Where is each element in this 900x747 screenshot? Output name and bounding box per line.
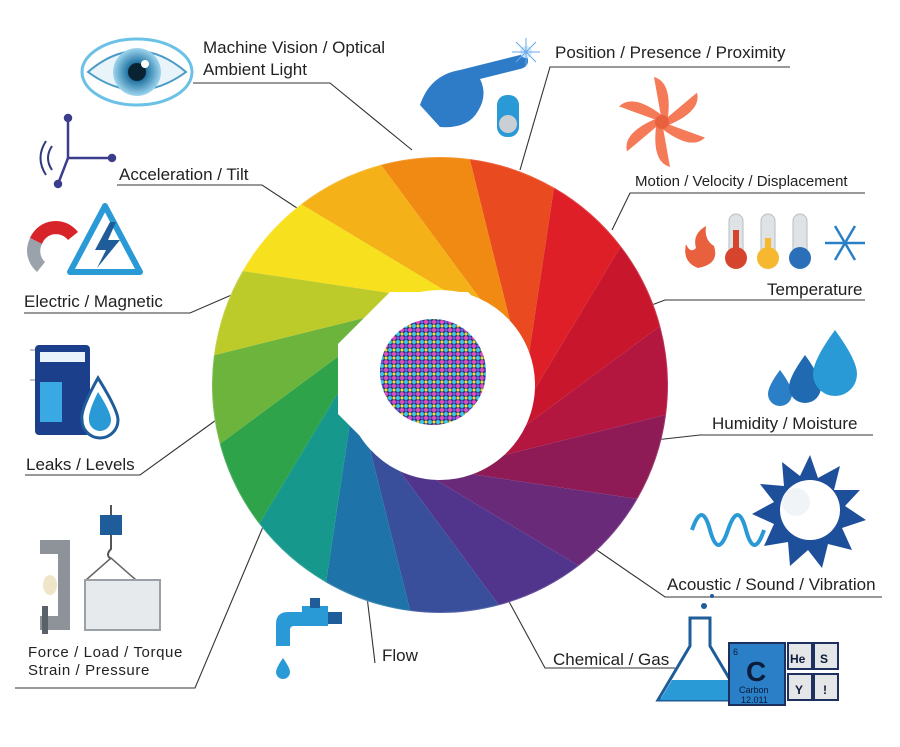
label-leaks: Leaks / Levels bbox=[26, 455, 135, 474]
label-force-line1: Force / Load / Torque bbox=[28, 644, 183, 661]
wheel-segment bbox=[301, 164, 481, 299]
color-wheel bbox=[211, 156, 669, 614]
label-temperature: Temperature bbox=[767, 280, 863, 299]
wheel-segment bbox=[369, 449, 500, 613]
wheel-segment bbox=[259, 380, 351, 583]
humidity-drops-icon bbox=[768, 330, 857, 406]
wheel-segment bbox=[213, 271, 408, 356]
faucet-icon bbox=[276, 598, 342, 679]
tile-y: Y bbox=[795, 683, 803, 697]
axis-tilt-icon bbox=[39, 113, 117, 189]
carbon-mass: 12.011 bbox=[741, 695, 768, 705]
clamp-crane-icon bbox=[40, 505, 161, 634]
tile-he: He bbox=[790, 652, 806, 666]
wheel-segment bbox=[212, 314, 376, 445]
tile-s: S bbox=[820, 652, 828, 666]
label-acoustic: Acoustic / Sound / Vibration bbox=[667, 575, 876, 594]
wheel-segment bbox=[435, 474, 638, 566]
tank-drop-icon bbox=[30, 345, 120, 440]
label-force-line2: Strain / Pressure bbox=[28, 662, 150, 679]
carbon-number: 6 bbox=[733, 647, 738, 657]
fan-icon bbox=[619, 77, 705, 167]
label-electric: Electric / Magnetic bbox=[24, 292, 163, 311]
pointing-hand-icon bbox=[420, 38, 540, 137]
label-acceleration: Acceleration / Tilt bbox=[119, 165, 249, 184]
tile-bang: ! bbox=[823, 683, 827, 697]
wheel-segment bbox=[380, 157, 511, 321]
eye-icon bbox=[80, 37, 194, 107]
connector-lines bbox=[15, 66, 882, 689]
wheel-segment bbox=[242, 204, 445, 296]
label-chemical: Chemical / Gas bbox=[553, 650, 670, 669]
wheel-segment bbox=[326, 417, 411, 612]
wheel-segment bbox=[526, 246, 661, 426]
wheel-rim bbox=[211, 156, 669, 614]
acoustic-burst-icon bbox=[690, 455, 866, 568]
center-pattern-circle bbox=[380, 319, 486, 425]
wheel-segment bbox=[469, 158, 554, 353]
wheel-segment bbox=[529, 187, 621, 390]
label-position: Position / Presence / Proximity bbox=[555, 43, 786, 62]
magnet-warning-icon bbox=[27, 203, 143, 275]
label-flow: Flow bbox=[382, 646, 418, 665]
label-machine-vision-line2: Ambient Light bbox=[203, 60, 307, 79]
label-humidity: Humidity / Moisture bbox=[712, 414, 858, 433]
carbon-name: Carbon bbox=[739, 685, 769, 695]
temperature-icons bbox=[685, 213, 865, 269]
label-machine-vision-line1: Machine Vision / Optical bbox=[203, 38, 386, 57]
periodic-tiles bbox=[728, 642, 839, 706]
flask-icon bbox=[655, 594, 750, 702]
wheel-segment bbox=[219, 344, 354, 524]
label-motion: Motion / Velocity / Displacement bbox=[635, 173, 848, 190]
wheel-segment bbox=[399, 471, 579, 606]
wheel-segment bbox=[472, 414, 667, 499]
wheel-segment bbox=[504, 325, 668, 456]
carbon-symbol: C bbox=[746, 656, 766, 687]
